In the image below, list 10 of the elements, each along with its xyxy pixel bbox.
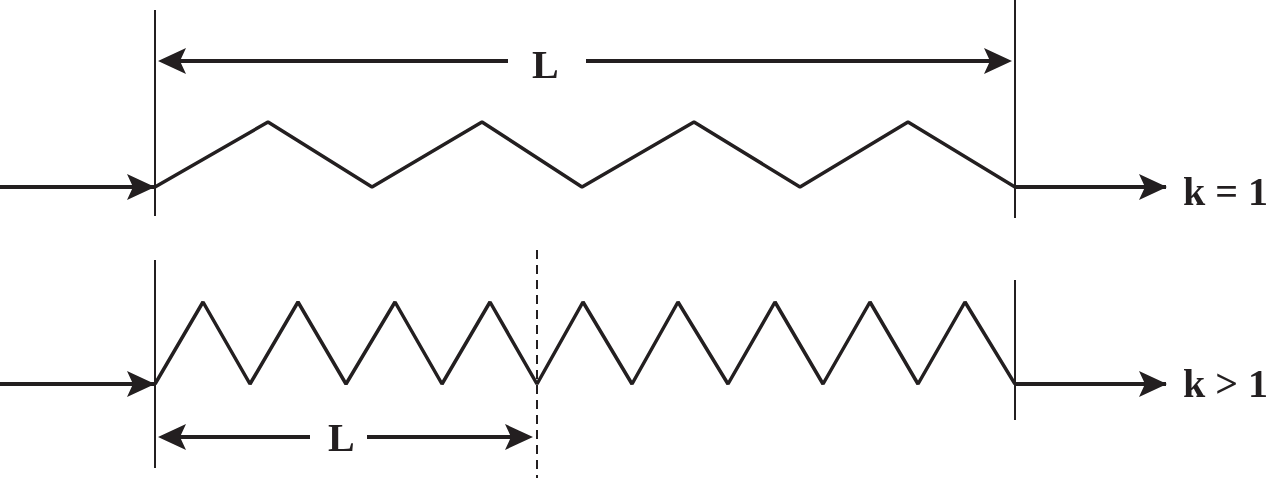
arrow <box>1015 371 1167 397</box>
zigzag-path <box>155 119 1015 190</box>
arrow <box>0 174 155 200</box>
dimension-label: L <box>328 418 355 458</box>
zigzag-path <box>155 299 1015 388</box>
arrow <box>0 371 155 397</box>
dimension-label: L <box>532 45 559 85</box>
case-label: k = 1 <box>1170 172 1269 212</box>
arrow <box>1015 174 1167 200</box>
case-label: k > 1 <box>1170 364 1269 404</box>
